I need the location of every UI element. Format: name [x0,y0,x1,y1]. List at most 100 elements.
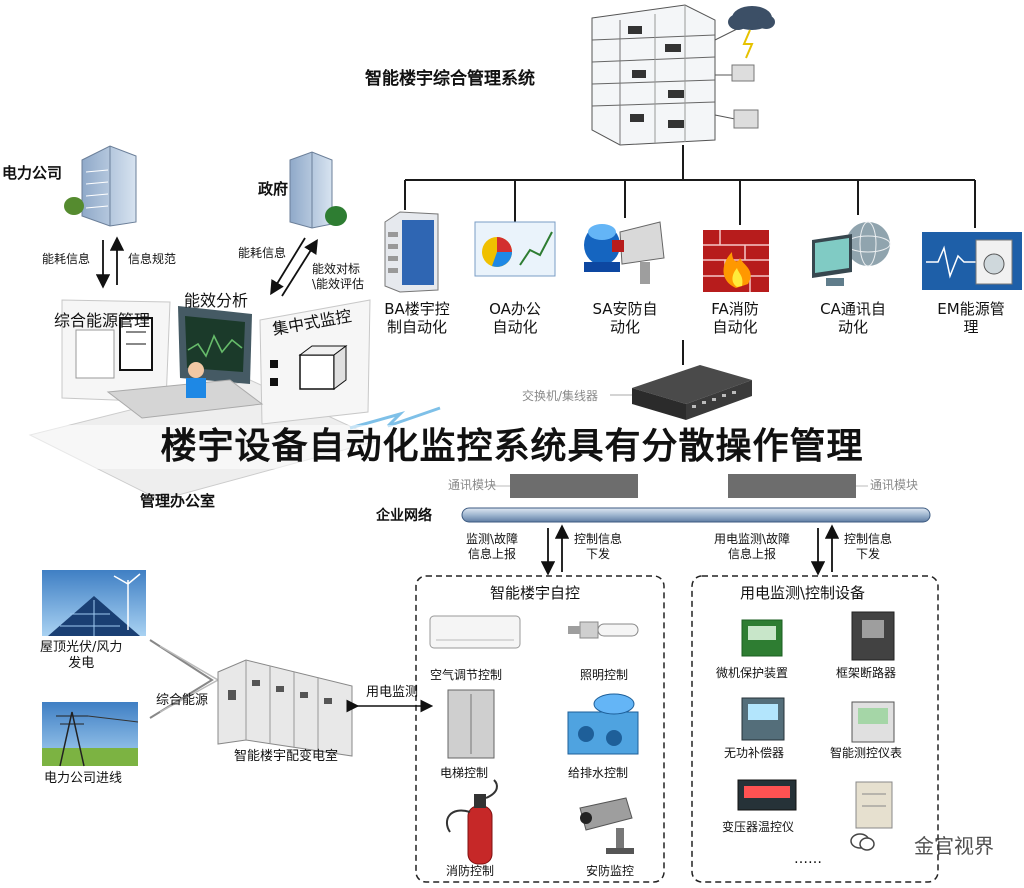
fire-control-label: 消防控制 [446,864,495,878]
subsystem-sa-line2: 动化 [609,318,640,336]
elevator-label: 电梯控制 [440,766,489,780]
power-monitor-label: 用电监测 [366,685,419,700]
comm-module-right-label: 通讯模块 [870,478,919,492]
subsystem-em: EM能源管 理 [926,300,1016,336]
switch-label: 交换机/集线器 [522,389,599,403]
power-devices-title: 用电监测\控制设备 [740,584,866,602]
grid-in-label: 电力公司进线 [44,771,123,786]
water-pump-icon [567,693,639,755]
system-bus [404,145,976,365]
switch-icon [632,365,752,420]
ba-server-icon [384,211,439,293]
efficiency-eval-label: 能效对标\能效评估 [312,262,365,291]
terminal-icon [731,64,755,82]
comm-module-left-device [510,474,638,498]
network-arrows [540,524,840,576]
government-building-icon [289,151,347,229]
banner-backdrop [0,425,1024,469]
terminal-icon [733,109,759,129]
enterprise-network-label: 企业网络 [376,508,432,524]
energy-mgmt-label: 综合能源管理 [54,311,151,330]
enterprise-network-bar [461,507,931,523]
oa-chart-icon [474,221,556,277]
lighting-label: 照明控制 [580,668,629,682]
subsystem-ca-line1: CA通讯自 [820,300,886,318]
subsystem-sa-line1: SA安防自 [592,300,658,318]
meter-label: 智能测控仪表 [830,746,903,760]
subsystem-fa-line2: 自动化 [712,318,758,336]
subsystem-sa: SA安防自 动化 [580,300,670,336]
circuit-breaker-icon [851,611,895,661]
sa-camera-icon [584,221,665,284]
building-wireframe [591,4,746,146]
subsystem-fa-line1: FA消防 [711,300,759,318]
temperature-controller-icon [737,779,797,811]
protection-device-icon [741,619,783,657]
subsystem-ca: CA通讯自 动化 [808,300,898,336]
capacitor-device-icon [741,697,785,741]
subsystem-oa-line1: OA办公 [489,300,541,318]
subsystem-fa: FA消防 自动化 [690,300,780,336]
subsystem-ba-line2: 制自动化 [386,318,447,336]
power-company-building-icon [64,145,137,227]
fire-extinguisher-icon [445,779,498,865]
info-spec-label: 信息规范 [128,252,177,266]
solar-wind-image [42,570,146,636]
subsystem-oa: OA办公 自动化 [470,300,560,336]
smart-meter-icon [851,701,895,743]
office-label: 管理办公室 [140,492,216,510]
arrows-power-company [95,236,125,289]
comm-module-right-device [728,474,856,498]
security-camera-icon [579,797,634,854]
subsystem-oa-line2: 自动化 [492,318,538,336]
power-company-label: 电力公司 [2,164,63,182]
right-control-label: 控制信息 下发 [844,532,893,561]
watermark-text: 金官视界 [914,834,994,858]
elevator-icon [447,689,495,759]
gov-energy-info-label: 能耗信息 [238,246,287,260]
more-devices-ellipsis: …… [794,851,822,867]
subsystem-ba-line1: BA楼宇控 [384,300,450,318]
light-bulb-icon [568,621,639,639]
switchgear-icon [217,659,353,757]
arrows-government [270,237,318,297]
combined-energy-label: 综合能源 [156,693,209,708]
security-label: 安防监控 [586,864,635,878]
left-control-label: 控制信息 下发 [574,532,623,561]
capacitor-label: 无功补偿器 [724,746,785,760]
main-system-title: 智能楼宇综合管理系统 [365,69,535,89]
subsystem-ba: BA楼宇控 制自动化 [372,300,462,336]
subsystem-em-line1: EM能源管 [937,300,1005,318]
energy-info-label: 能耗信息 [42,252,91,266]
management-office-scene [28,299,382,501]
government-label: 政府 [258,180,289,198]
em-meter-icon [922,232,1022,290]
wireless-link [349,406,441,430]
protection-device-label: 微机保护装置 [716,666,789,680]
power-devices-box [691,575,939,883]
subsystem-em-line2: 理 [963,318,979,336]
rooftop-label: 屋顶光伏/风力 发电 [40,640,123,671]
temp-controller-label: 变压器温控仪 [722,820,795,834]
ca-monitor-icon [812,221,891,286]
left-report-label: 监测\故障 信息上报 [466,532,519,561]
building-control-title: 智能楼宇自控 [490,584,581,602]
air-conditioner-icon [429,615,521,649]
substation-label: 智能楼宇配变电室 [234,749,339,764]
cabinet-icon [855,781,893,829]
right-report-label: 用电监测\故障 信息上报 [714,532,791,561]
efficiency-analysis-label: 能效分析 [184,291,249,310]
cloud-icon [728,6,775,59]
banner-title: 楼宇设备自动化监控系统具有分散操作管理 [160,426,864,467]
comm-module-left-label: 通讯模块 [448,478,497,492]
breaker-label: 框架断路器 [836,666,897,680]
building-control-box [415,575,665,883]
fa-fire-wall-icon [703,230,769,292]
subsystem-ca-line2: 动化 [837,318,868,336]
air-conditioning-label: 空气调节控制 [430,668,503,682]
wechat-icon [850,833,875,851]
power-line-image [42,702,139,767]
water-label: 给排水控制 [568,766,629,780]
